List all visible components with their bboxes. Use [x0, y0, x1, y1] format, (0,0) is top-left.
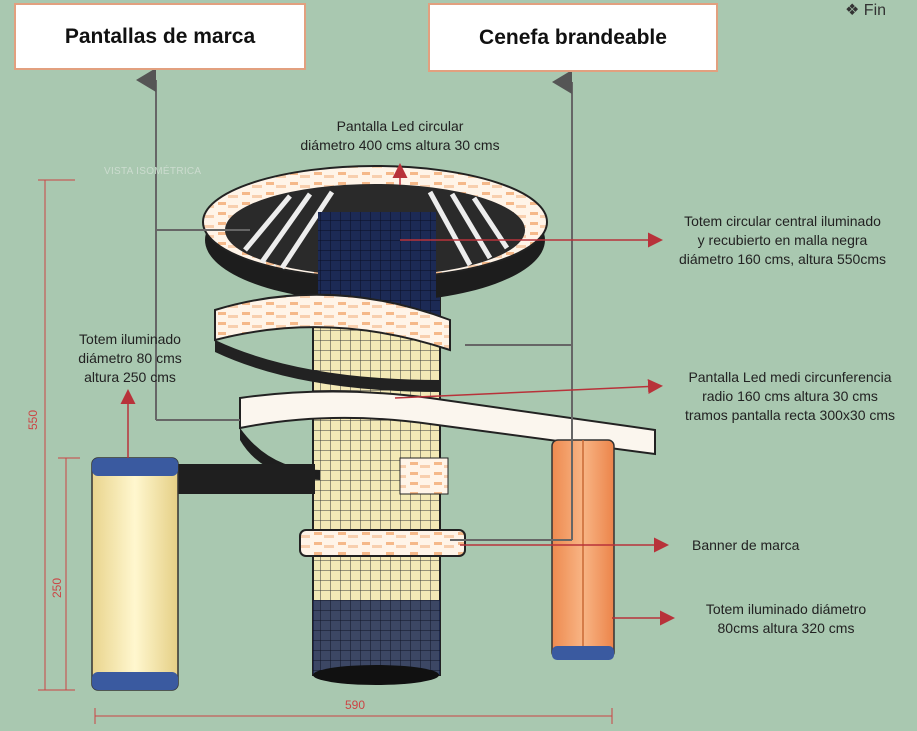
central-totem-annotation: Totem circular central iluminado y recub…	[660, 212, 905, 269]
top-led-ring	[202, 165, 548, 312]
dimension-total-width: 590	[345, 698, 366, 712]
right-totem	[551, 439, 615, 660]
annotation-line: diámetro 80 cms	[78, 350, 182, 366]
half-ring-annotation: Pantalla Led medi circunferencia radio 1…	[665, 368, 915, 425]
top-ring-annotation: Pantalla Led circular diámetro 400 cms a…	[285, 117, 515, 155]
logo-icon: ❖	[845, 2, 860, 19]
annotation-line: Totem iluminado diámetro	[705, 601, 867, 617]
banner-annotation: Banner de marca	[692, 537, 800, 553]
annotation-line: radio 160 cms altura 30 cms	[702, 388, 878, 404]
left-totem-annotation: Totem iluminado diámetro 80 cms altura 2…	[60, 330, 200, 387]
annotation-line: Pantalla Led circular	[336, 118, 464, 134]
annotation-line: y recubierto en malla negra	[697, 232, 868, 248]
corner-logo: ❖ Fin	[845, 0, 886, 20]
header-box-brandable-valance: Cenefa brandeable	[428, 3, 718, 72]
annotation-line: Totem iluminado	[79, 331, 181, 347]
view-label: VISTA ISOMÉTRICA	[104, 166, 202, 177]
annotation-line: diámetro 400 cms altura 30 cms	[300, 137, 500, 153]
header-arrows	[136, 68, 573, 541]
dimension-total-height: 550	[26, 409, 40, 430]
dimension-lines	[38, 179, 613, 724]
annotation-line: altura 250 cms	[84, 369, 176, 385]
logo-text: Fin	[863, 2, 887, 19]
banner-ring	[299, 529, 466, 557]
header-box-brand-screens: Pantallas de marca	[14, 3, 306, 70]
annotation-line: 80cms altura 320 cms	[717, 620, 855, 636]
middle-led-ring	[214, 293, 451, 392]
annotation-line: diámetro 160 cms, altura 550cms	[679, 251, 886, 267]
right-totem-annotation: Totem iluminado diámetro 80cms altura 32…	[676, 600, 896, 638]
left-totem	[91, 457, 315, 691]
dimension-left-totem-height: 250	[50, 577, 64, 598]
annotation-line: tramos pantalla recta 300x30 cms	[684, 407, 896, 423]
annotation-arrows	[120, 163, 675, 626]
annotation-line: Totem circular central iluminado	[684, 213, 881, 229]
annotation-line: Pantalla Led medi circunferencia	[688, 369, 892, 385]
